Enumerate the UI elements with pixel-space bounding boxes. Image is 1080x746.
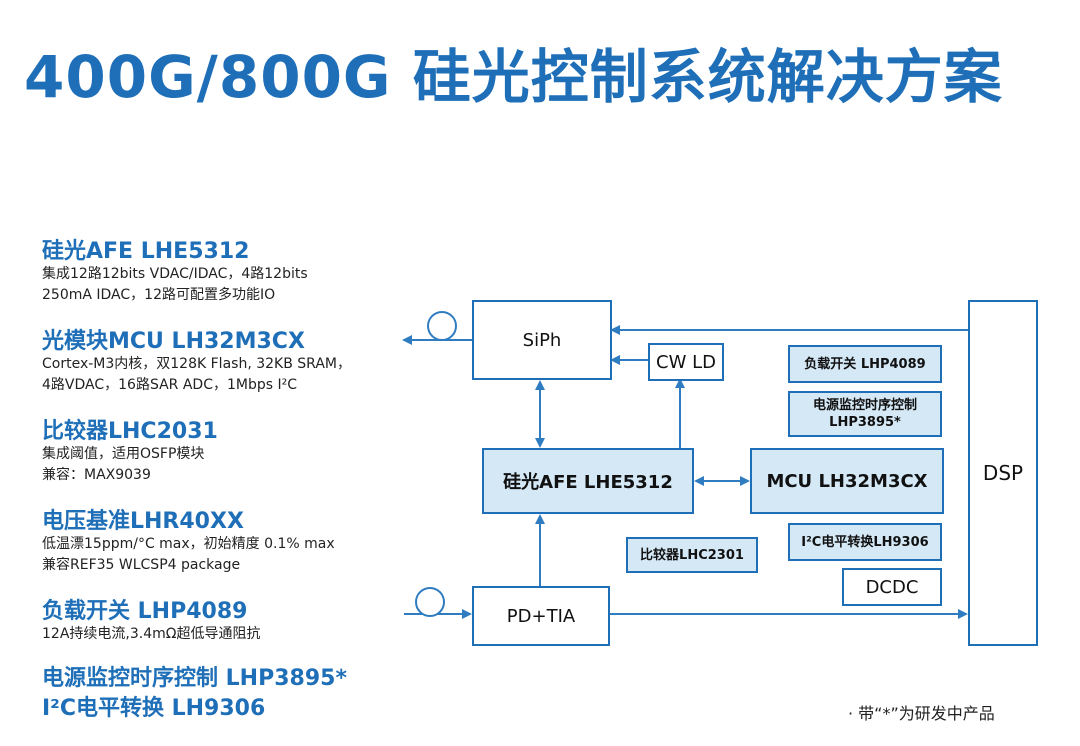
mcu-block: MCU LH32M3CX [750, 448, 944, 514]
fiber-out-icon [427, 311, 457, 341]
product-i2c-heading: I²C电平转换 LH9306 [42, 696, 266, 721]
product-afe-desc-2: 250mA IDAC，12路可配置多功能IO [42, 287, 276, 303]
power-monitor-line-1: 电源监控时序控制 [812, 398, 917, 413]
product-power-monitor-heading: 电源监控时序控制 LHP3895* [42, 666, 347, 691]
product-vref-heading: 电压基准LHR40XX [42, 509, 244, 534]
product-load-switch-heading: 负载开关 LHP4089 [42, 599, 248, 624]
product-load-switch-desc-1: 12A持续电流,3.4mΩ超低导通阻抗 [42, 626, 261, 642]
comparator-block: 比较器LHC2301 [626, 537, 758, 573]
footnote: · 带“*”为研发中产品 [848, 704, 995, 723]
product-vref-desc-1: 低温漂15ppm/°C max，初始精度 0.1% max [42, 536, 335, 552]
product-comparator-desc-1: 集成阈值，适用OSFP模块 [42, 446, 205, 462]
product-vref-desc-2: 兼容REF35 WLCSP4 package [42, 557, 241, 573]
dsp-block: DSP [968, 300, 1038, 646]
siph-block: SiPh [472, 300, 612, 380]
page-title: 400G/800G 硅光控制系统解决方案 [24, 43, 1003, 111]
product-comparator-desc-2: 兼容：MAX9039 [42, 467, 151, 483]
power-monitor-line-2: LHP3895* [829, 415, 901, 430]
product-afe-heading: 硅光AFE LHE5312 [42, 239, 250, 264]
product-mcu-desc-1: Cortex-M3内核，双128K Flash, 32KB SRAM， [42, 356, 351, 372]
pd-tia-block: PD+TIA [472, 586, 610, 646]
dcdc-block: DCDC [842, 568, 942, 606]
product-comparator-heading: 比较器LHC2031 [42, 419, 218, 444]
product-afe-desc-1: 集成12路12bits VDAC/IDAC，4路12bits [42, 266, 308, 282]
power-monitor-block: 电源监控时序控制 LHP3895* [788, 391, 942, 437]
product-mcu-heading: 光模块MCU LH32M3CX [42, 329, 305, 354]
fiber-in-icon [415, 587, 445, 617]
afe-block: 硅光AFE LHE5312 [482, 448, 694, 514]
product-mcu-desc-2: 4路VDAC，16路SAR ADC，1Mbps I²C [42, 377, 297, 393]
load-switch-block: 负载开关 LHP4089 [788, 345, 942, 383]
cw-ld-block: CW LD [648, 343, 724, 381]
i2c-block: I²C电平转换LH9306 [788, 523, 942, 561]
